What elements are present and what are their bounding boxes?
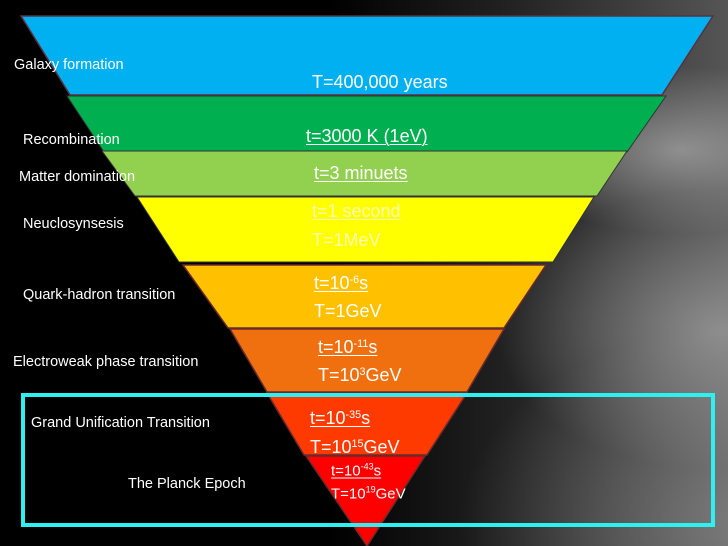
epoch-temperature: T=1015GeV xyxy=(310,438,400,456)
epoch-value: T=400,000 years xyxy=(312,72,448,92)
epoch-label: Neuclosynsesis xyxy=(23,215,124,232)
temp-exponent: 19 xyxy=(365,484,376,495)
time-unit: s xyxy=(368,337,378,357)
band-nucleosynthesis xyxy=(136,196,595,263)
time-exponent: -35 xyxy=(345,409,362,421)
epoch-label: Galaxy formation xyxy=(14,56,124,73)
time-base: t=10 xyxy=(314,273,350,293)
temp-exponent: 3 xyxy=(359,366,366,378)
time-base: t=10 xyxy=(318,337,354,357)
highlight-box xyxy=(21,393,715,527)
epoch-time: t=10-35s xyxy=(310,409,370,427)
epoch-label: Recombination xyxy=(23,131,120,148)
epoch-label: Matter domination xyxy=(19,168,136,185)
temp-unit: GeV xyxy=(375,485,406,503)
time-base: t=10 xyxy=(331,462,361,480)
temp-unit: GeV xyxy=(365,365,402,385)
time-exponent: -6 xyxy=(349,274,360,286)
epoch-value: t=3 minuets xyxy=(314,163,408,183)
epoch-time: t=10-11s xyxy=(318,338,377,356)
time-unit: s xyxy=(359,273,369,293)
epoch-label: Electroweak phase transition xyxy=(13,353,199,370)
temp-base: T=10 xyxy=(310,437,352,457)
epoch-temperature: T=1GeV xyxy=(314,301,382,321)
time-base: t=10 xyxy=(310,408,346,428)
epoch-label: Quark-hadron transition xyxy=(23,286,176,303)
epoch-time: t=1 second xyxy=(312,201,401,221)
epoch-value: t=3000 K (1eV) xyxy=(306,126,428,146)
time-exponent: -11 xyxy=(353,338,369,350)
epoch-temperature: T=1019GeV xyxy=(331,484,406,503)
band-planck-epoch xyxy=(304,455,427,546)
band-electroweak xyxy=(228,328,506,393)
time-unit: s xyxy=(373,462,382,480)
time-exponent: -43 xyxy=(360,461,374,472)
epoch-time: t=10-43s xyxy=(331,461,382,480)
temp-unit: GeV xyxy=(363,437,400,457)
temp-base: T=10 xyxy=(318,365,360,385)
band-recombination xyxy=(66,95,667,153)
epoch-temperature: T=103GeV xyxy=(318,366,402,384)
band-galaxy-formation xyxy=(19,15,715,96)
band-matter-domination xyxy=(101,150,628,197)
time-unit: s xyxy=(361,408,371,428)
epoch-label: The Planck Epoch xyxy=(128,475,246,492)
temp-base: T=10 xyxy=(331,485,366,503)
epoch-time: t=10-6s xyxy=(314,274,368,292)
epoch-label: Grand Unification Transition xyxy=(31,414,210,431)
epoch-temperature: T=1MeV xyxy=(312,230,381,250)
band-quark-hadron xyxy=(181,264,548,329)
temp-exponent: 15 xyxy=(351,438,364,450)
